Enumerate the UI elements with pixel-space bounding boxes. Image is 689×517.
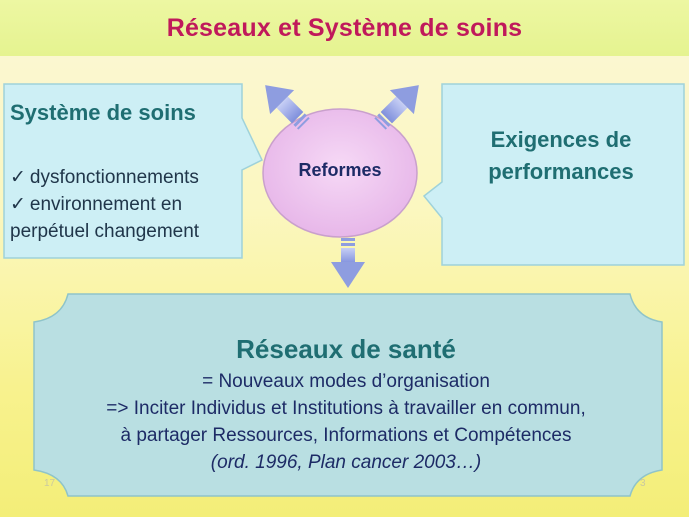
title-bar: Réseaux et Système de soins <box>0 0 689 56</box>
right-callout-box <box>422 83 685 266</box>
checkmark-icon: ✓ <box>10 194 26 215</box>
footer-right-number: 3 <box>640 478 646 489</box>
left-box-title: Système de soins <box>10 100 196 125</box>
bottom-box-title: Réseaux de santé <box>236 334 456 364</box>
bottom-line-2: => Inciter Individus et Institutions à t… <box>106 398 586 419</box>
left-box-item-1: ✓dysfonctionnements <box>10 167 199 188</box>
bottom-line-1: = Nouveaux modes d’organisation <box>202 371 490 392</box>
left-callout-box <box>3 83 263 259</box>
arrow-up-right <box>374 85 419 130</box>
arrow-down <box>331 238 365 288</box>
reformes-ellipse <box>262 108 418 238</box>
bottom-line-3: à partager Ressources, Informations et C… <box>120 425 572 446</box>
checkmark-icon: ✓ <box>10 167 26 188</box>
slide-title: Réseaux et Système de soins <box>166 13 523 42</box>
arrow-up-left <box>265 85 310 130</box>
reformes-label: Reformes <box>298 160 382 180</box>
bottom-line-4: (ord. 1996, Plan cancer 2003…) <box>210 452 482 473</box>
left-box-item-2-cont: perpétuel changement <box>10 221 200 242</box>
footer-left-number: 17 <box>44 478 56 489</box>
bottom-plaque-box <box>33 293 663 497</box>
right-box-title: Exigences de performances <box>488 127 634 184</box>
left-box-item-2: ✓environnement en <box>10 194 183 215</box>
